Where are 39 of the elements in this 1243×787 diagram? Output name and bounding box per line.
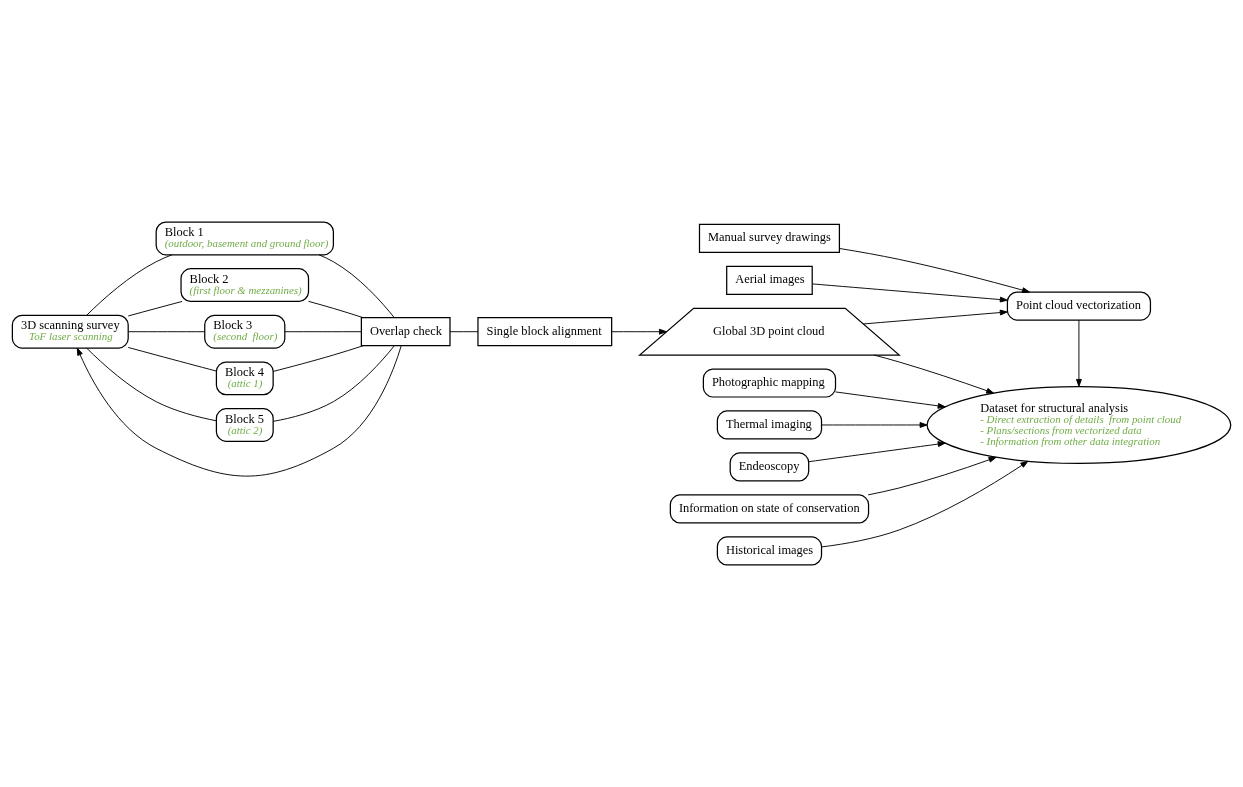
arrow — [835, 391, 946, 409]
arrow — [808, 441, 946, 463]
node-box: Historical images — [716, 536, 823, 566]
node-box: Block 4 (attic 1) — [215, 361, 274, 396]
arrow — [867, 456, 997, 496]
node-box: Aerial images — [726, 265, 813, 295]
node-box: Block 3 (second floor) — [204, 314, 286, 349]
arrow — [611, 328, 667, 335]
node-box: Block 5 (attic 2) — [215, 408, 274, 442]
node-box: Point cloud vectorization — [1006, 291, 1152, 321]
node-box: Overlap check — [360, 317, 451, 347]
connector — [127, 300, 183, 317]
node-box: 3D scanning survey ToF laser scanning — [11, 314, 129, 349]
connector — [318, 254, 395, 319]
node-box: Block 1 (outdoor, basement and ground floor) — [155, 221, 334, 256]
arrow — [821, 460, 1029, 548]
node-box: Information on state of conservation — [669, 494, 870, 524]
connector — [449, 331, 479, 333]
arrow — [873, 354, 995, 394]
node-box: Block 2 (first floor & mezzanines) — [180, 268, 310, 302]
arrow — [76, 345, 402, 477]
node-box: Photographic mapping — [702, 368, 837, 398]
connector — [86, 254, 173, 316]
arrow — [1076, 319, 1082, 387]
connector — [284, 331, 362, 333]
node-box: Thermal imaging — [716, 410, 823, 440]
arrow — [838, 248, 1030, 293]
connector — [86, 347, 217, 422]
connector — [127, 331, 205, 333]
connector — [272, 345, 364, 372]
node-box: Endeoscopy — [729, 452, 810, 482]
connector — [127, 347, 217, 372]
connector — [308, 300, 364, 319]
arrow — [863, 309, 1008, 325]
node-box: Single block alignment — [477, 317, 613, 347]
connector — [272, 345, 395, 422]
arrow — [821, 422, 928, 428]
node-box: Manual survey drawings — [698, 223, 840, 254]
arrow — [811, 283, 1008, 303]
